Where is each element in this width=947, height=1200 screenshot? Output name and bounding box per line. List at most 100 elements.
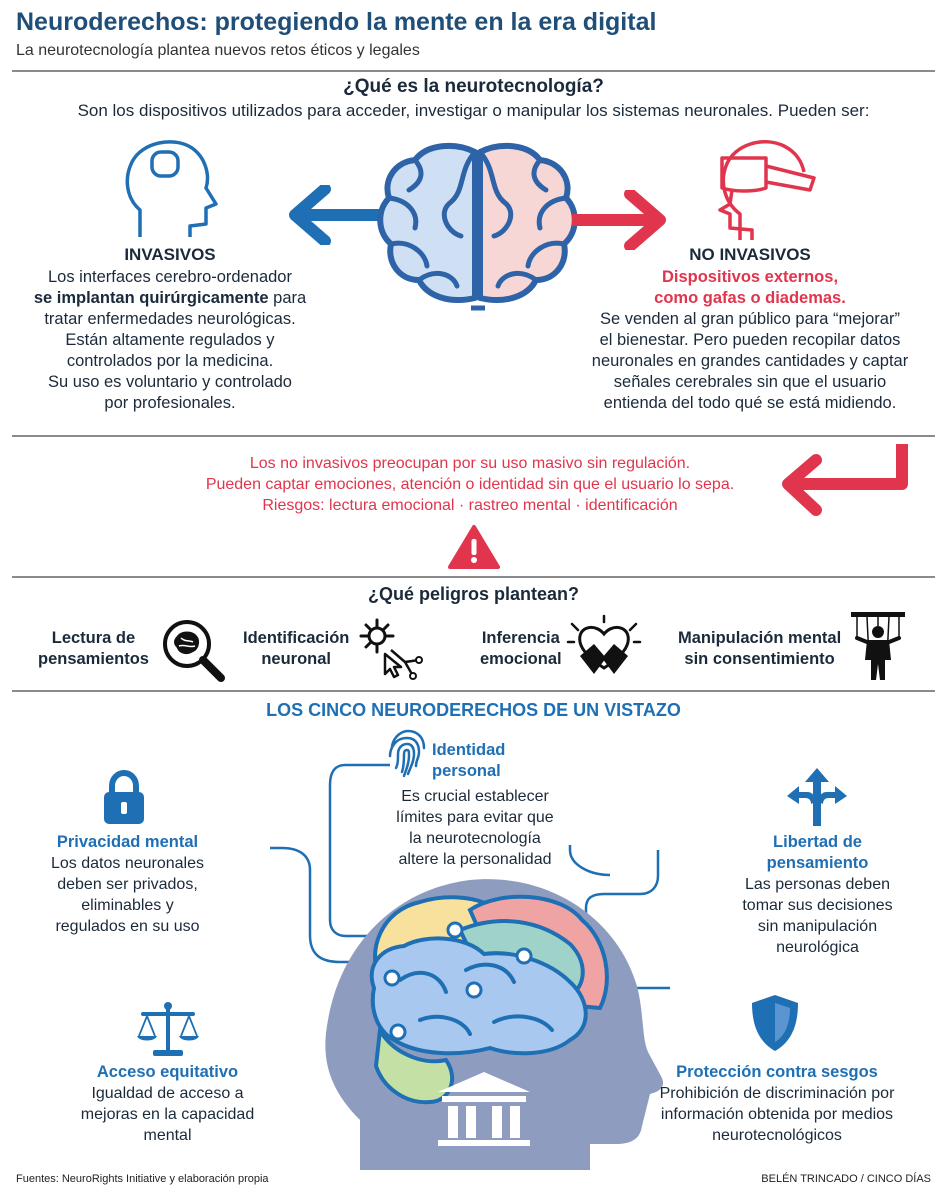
section-heading-what-is: ¿Qué es la neurotecnología? (343, 76, 604, 97)
invasive-line: se implantan quirúrgicamente para (20, 288, 320, 309)
invasive-line: por profesionales. (104, 394, 236, 412)
right-desc-line: Es crucial establecer (401, 788, 549, 805)
right-title: Identidad (432, 741, 506, 759)
non-invasive-line: neuronales en grandes cantidades y capta… (591, 352, 909, 370)
non-invasive-red-line: como gafas o diademas. (654, 289, 846, 307)
right-desc-line: altere la personalidad (398, 851, 552, 868)
invasive-title: INVASIVOS (124, 245, 216, 264)
rights-heading: LOS CINCO NEURODERECHOS DE UN VISTAZO (266, 700, 681, 720)
right-title: pensamiento (766, 854, 869, 872)
danger-label: Identificación neuronal (243, 628, 349, 670)
danger-label-line: emocional (480, 650, 562, 668)
divider (12, 690, 935, 692)
hands-heart-icon (566, 614, 641, 674)
right-desc-line: regulados en su uso (55, 918, 200, 935)
divider (12, 435, 935, 437)
danger-label-line: Inferencia (481, 629, 560, 647)
right-title: Privacidad mental (56, 833, 199, 851)
warning-icon (448, 525, 500, 569)
risk-line: Riesgos: lectura emocional · rastreo men… (262, 497, 678, 514)
right-title: personal (432, 762, 501, 780)
head-implant-icon (125, 140, 218, 237)
page-subtitle: La neurotecnología plantea nuevos retos … (16, 42, 420, 59)
non-invasive-line: entienda del todo qué se está midiendo. (603, 394, 897, 412)
invasive-line: controlados por la medicina. (66, 352, 274, 370)
danger-label-line: Manipulación mental (678, 629, 842, 647)
arrow-left-icon (289, 185, 393, 245)
right-desc-line: Los datos neuronales (51, 855, 204, 872)
right-desc-line: información obtenida por medios (660, 1106, 894, 1123)
page-title: Neuroderechos: protegiendo la mente en l… (16, 8, 657, 36)
right-desc-line: deben ser privados, (57, 876, 198, 893)
right-desc-line: límites para evitar que (396, 809, 554, 826)
danger-label-line: neuronal (261, 650, 332, 668)
arrow-right-icon (572, 190, 666, 250)
intro-text: Son los dispositivos utilizados para acc… (77, 101, 870, 120)
right-privacy: Privacidad mental Los datos neuronales d… (30, 832, 225, 937)
right-desc-line: mejoras en la capacidad (80, 1106, 255, 1123)
right-desc-line: la neurotecnología (409, 830, 541, 847)
right-bias: Protección contra sesgos Prohibición de … (632, 1062, 922, 1146)
invasive-line: Los interfaces cerebro-ordenador (48, 268, 292, 286)
footer-credit: BELÉN TRINCADO / CINCO DÍAS (761, 1173, 931, 1185)
danger-item: Manipulación mental sin consentimiento (678, 612, 909, 684)
danger-label: Inferencia emocional (480, 628, 562, 670)
return-arrow-icon (782, 444, 908, 516)
neuron-cursor-icon (359, 618, 424, 680)
footer-source: Fuentes: NeuroRights Initiative y elabor… (16, 1173, 269, 1185)
non-invasive-line: señales cerebrales sin que el usuario (613, 373, 887, 391)
divider (12, 576, 935, 578)
vr-headset-icon (718, 140, 816, 240)
split-arrows-icon (787, 768, 847, 826)
right-title: Acceso equitativo (96, 1063, 239, 1081)
non-invasive-line: el bienestar. Pero pueden recopilar dato… (599, 331, 901, 349)
section-heading-dangers: ¿Qué peligros plantean? (367, 584, 580, 604)
invasive-bold-text: se implantan quirúrgicamente (33, 289, 269, 307)
invasive-rest-text: para (268, 289, 307, 307)
right-title: Protección contra sesgos (676, 1063, 878, 1081)
non-invasive-block: NO INVASIVOS Dispositivos externos, como… (570, 244, 930, 414)
right-desc-line: sin manipulación (757, 918, 878, 935)
non-invasive-line: Se venden al gran público para “mejorar” (600, 310, 900, 328)
danger-label-line: Lectura de (51, 629, 136, 647)
right-desc-line: tomar sus decisiones (742, 897, 893, 914)
right-freedom: Libertad de pensamiento Las personas deb… (715, 832, 920, 958)
right-identity: Es crucial establecer límites para evita… (370, 786, 580, 870)
divider (12, 70, 935, 72)
right-desc-line: Prohibición de discriminación por (659, 1085, 895, 1102)
head-brain-illustration (270, 763, 670, 1170)
danger-item: Inferencia emocional (480, 614, 642, 684)
right-desc-line: eliminables y (81, 897, 174, 914)
risk-line: Los no invasivos preocupan por su uso ma… (249, 455, 691, 472)
right-desc-line: neurológica (776, 939, 859, 956)
danger-label-line: sin consentimiento (684, 650, 835, 668)
danger-label-line: pensamientos (38, 650, 149, 668)
risk-line: Pueden captar emociones, atención o iden… (205, 476, 735, 493)
puppet-icon (851, 612, 906, 680)
danger-label: Manipulación mental sin consentimiento (678, 628, 841, 670)
right-identity-title: Identidad personal (432, 740, 542, 782)
right-title: Libertad de (773, 833, 862, 851)
right-desc-line: mental (143, 1127, 192, 1144)
magnifier-brain-icon (162, 620, 225, 682)
scales-icon (137, 1002, 199, 1056)
danger-label-line: Identificación (243, 629, 350, 647)
shield-icon (752, 995, 798, 1051)
non-invasive-title: NO INVASIVOS (689, 245, 811, 264)
lock-icon (104, 770, 144, 824)
right-access: Acceso equitativo Igualdad de acceso a m… (60, 1062, 275, 1146)
non-invasive-red-line: Dispositivos externos, (661, 268, 839, 286)
danger-label: Lectura de pensamientos (38, 628, 149, 670)
right-desc-line: Igualdad de acceso a (91, 1085, 244, 1102)
danger-item: Identificación neuronal (243, 614, 427, 684)
danger-item: Lectura de pensamientos (38, 614, 227, 684)
invasive-line: tratar enfermedades neurológicas. (44, 310, 296, 328)
invasive-block: INVASIVOS Los interfaces cerebro-ordenad… (20, 244, 320, 414)
right-desc-line: Las personas deben (745, 876, 890, 893)
right-desc-line: neurotecnológicos (712, 1127, 842, 1144)
fingerprint-icon (388, 729, 426, 778)
brain-icon (377, 142, 578, 311)
risk-block: Los no invasivos preocupan por su uso ma… (160, 453, 780, 516)
invasive-line: Están altamente regulados y (65, 331, 275, 349)
invasive-line: Su uso es voluntario y controlado (48, 373, 292, 391)
